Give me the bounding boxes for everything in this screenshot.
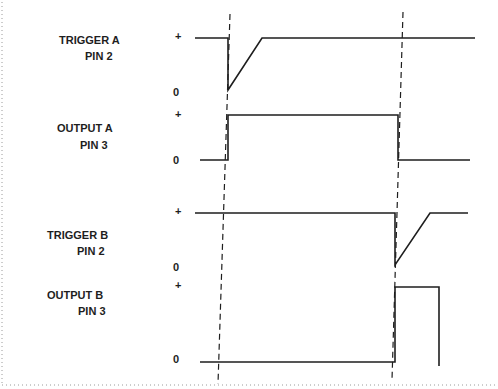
- signal-name: TRIGGER A: [59, 34, 120, 47]
- output-a-waveform: [200, 115, 470, 160]
- level-mark: 0: [173, 154, 179, 167]
- signal-name: OUTPUT A: [57, 122, 113, 135]
- pin-name: PIN 2: [85, 50, 113, 63]
- signal-name: TRIGGER B: [47, 229, 108, 242]
- trigger-b-waveform: [195, 213, 468, 265]
- pin-name: PIN 2: [77, 245, 105, 258]
- level-mark: +: [175, 108, 181, 121]
- level-mark: 0: [173, 261, 179, 274]
- level-mark: 0: [173, 86, 179, 99]
- trigger-a-waveform: [195, 38, 475, 90]
- pin-name: PIN 3: [78, 305, 106, 318]
- signal-name: OUTPUT B: [47, 289, 103, 302]
- output-b-waveform: [200, 287, 439, 366]
- frame-border: [2, 2, 496, 385]
- level-mark: 0: [173, 353, 179, 366]
- pin-name: PIN 3: [80, 139, 108, 152]
- level-mark: +: [175, 30, 181, 43]
- timing-marker: [218, 12, 403, 384]
- level-mark: +: [175, 205, 181, 218]
- level-mark: +: [175, 279, 181, 292]
